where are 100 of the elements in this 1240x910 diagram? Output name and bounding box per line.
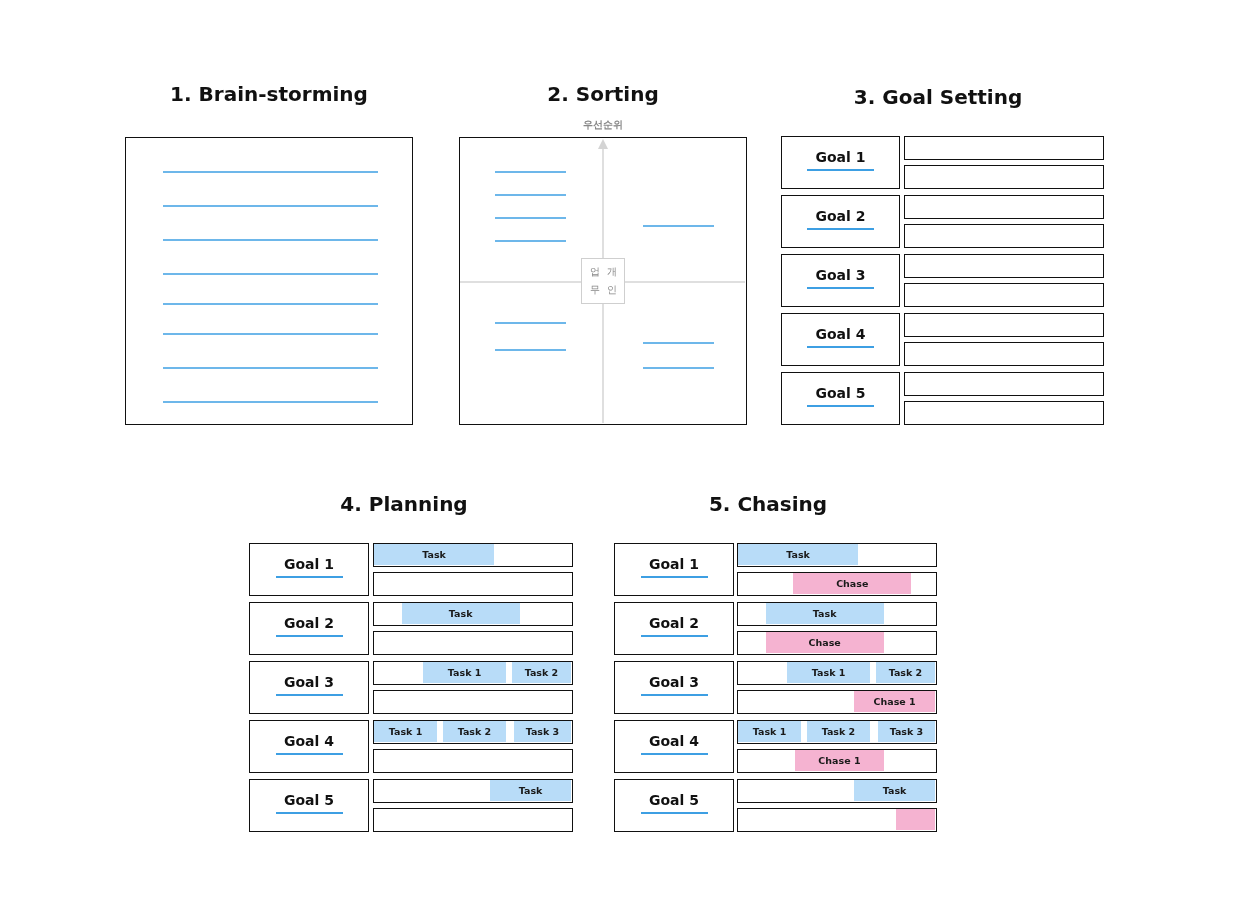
section-heading: 5. Chasing: [708, 492, 828, 516]
empty-row-box: [904, 313, 1104, 337]
goal-label: Goal 1: [284, 556, 334, 572]
goal-label: Goal 5: [815, 385, 866, 401]
empty-row-box: [904, 342, 1104, 366]
bar-label: Task: [882, 785, 907, 796]
goal-label: Goal 3: [815, 267, 866, 283]
bar-label: Chase: [808, 637, 841, 648]
goal-box: [614, 543, 734, 596]
goal-box: [614, 779, 734, 832]
empty-row-box: [737, 572, 937, 596]
bar-label: Task: [448, 608, 473, 619]
goal-box: [781, 254, 900, 307]
goal-label: Goal 3: [649, 674, 699, 690]
task-bar: [738, 544, 859, 565]
empty-row-box: [373, 572, 573, 596]
task-bar: [401, 603, 520, 624]
goal-label: Goal 2: [649, 615, 699, 631]
empty-row-box: [737, 631, 937, 655]
goal-box: [249, 661, 369, 714]
task-bar: [442, 721, 506, 742]
goal-label: Goal 5: [284, 792, 334, 808]
bar-label: Task 2: [457, 726, 492, 737]
task-bar: [877, 721, 935, 742]
empty-row-box: [904, 224, 1104, 248]
goal-box: [614, 720, 734, 773]
goal-box: [249, 720, 369, 773]
task-bar: [374, 721, 438, 742]
goal-box: [781, 136, 900, 189]
bar-label: Task 2: [524, 667, 559, 678]
goal-box: [781, 372, 900, 425]
empty-row-box: [373, 749, 573, 773]
section-heading: 2. Sorting: [547, 82, 659, 106]
bar-label: Task 3: [525, 726, 560, 737]
task-bar: [374, 544, 495, 565]
bar-label: Task 1: [811, 667, 846, 678]
empty-row-box: [373, 661, 573, 685]
task-bar: [787, 662, 870, 683]
section-heading: 4. Planning: [340, 492, 468, 516]
empty-row-box: [373, 720, 573, 744]
goal-label: Goal 4: [284, 733, 334, 749]
empty-row-box: [737, 808, 937, 832]
bar-label: Task 1: [388, 726, 423, 737]
category-text: 업무: [589, 265, 600, 297]
section-heading: 1. Brain-storming: [170, 82, 368, 106]
bar-label: Task 3: [889, 726, 924, 737]
empty-row-box: [904, 136, 1104, 160]
bar-label: Task 1: [447, 667, 482, 678]
goal-label: Goal 3: [284, 674, 334, 690]
empty-row-box: [373, 779, 573, 803]
empty-row-box: [373, 631, 573, 655]
goal-label: Goal 4: [649, 733, 699, 749]
task-bar: [423, 662, 506, 683]
empty-row-box: [904, 165, 1104, 189]
chase-bar: [765, 632, 884, 653]
goal-label: Goal 1: [815, 149, 866, 165]
empty-row-box: [737, 661, 937, 685]
bar-label: Task 2: [888, 667, 923, 678]
goal-label: Goal 1: [649, 556, 699, 572]
task-bar: [513, 721, 571, 742]
empty-row-box: [904, 401, 1104, 425]
bar-label: Chase 1: [873, 696, 916, 707]
axis-label: 우선순위: [583, 118, 623, 132]
goal-label: Goal 2: [815, 208, 866, 224]
goal-box: [249, 543, 369, 596]
empty-row-box: [904, 372, 1104, 396]
empty-row-box: [737, 690, 937, 714]
goal-box: [249, 779, 369, 832]
chase-bar: [793, 573, 912, 594]
task-bar: [854, 780, 935, 801]
category-box: [581, 258, 625, 304]
chase-bar: [895, 809, 935, 830]
goal-box: [249, 602, 369, 655]
empty-row-box: [373, 602, 573, 626]
empty-row-box: [373, 808, 573, 832]
goal-box: [614, 661, 734, 714]
task-bar: [806, 721, 870, 742]
empty-row-box: [373, 543, 573, 567]
bar-label: Task: [812, 608, 837, 619]
bar-label: Task: [422, 549, 446, 560]
chase-bar: [854, 691, 935, 712]
empty-row-box: [904, 254, 1104, 278]
empty-row-box: [373, 690, 573, 714]
bar-label: Chase: [836, 578, 869, 589]
empty-row-box: [904, 195, 1104, 219]
empty-row-box: [737, 543, 937, 567]
bar-label: Task: [518, 785, 543, 796]
empty-row-box: [737, 779, 937, 803]
empty-row-box: [737, 749, 937, 773]
empty-row-box: [904, 283, 1104, 307]
bar-label: Chase 1: [818, 755, 861, 766]
section-heading: 3. Goal Setting: [853, 85, 1023, 109]
empty-row-box: [737, 720, 937, 744]
task-bar: [511, 662, 571, 683]
goal-box: [614, 602, 734, 655]
goal-label: Goal 2: [284, 615, 334, 631]
empty-row-box: [737, 602, 937, 626]
task-bar: [765, 603, 884, 624]
goal-label: Goal 5: [649, 792, 699, 808]
goal-box: [781, 313, 900, 366]
